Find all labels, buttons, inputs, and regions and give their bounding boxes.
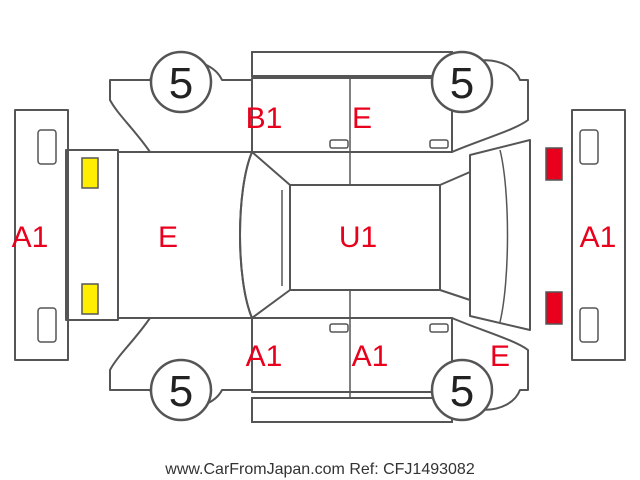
tire-tread-label: 5 <box>450 367 474 416</box>
tire-front-right: 5 <box>149 358 213 422</box>
tire-rear-right: 5 <box>430 358 494 422</box>
front-right-lamp <box>81 283 99 315</box>
code-upper-rear-door: E <box>352 102 372 135</box>
code-front-bumper: A1 <box>12 221 49 254</box>
front-left-lamp <box>81 157 99 189</box>
code-upper-front-door: B1 <box>246 102 283 135</box>
code-rear-bumper: A1 <box>580 221 617 254</box>
rear-right-lamp <box>545 291 563 325</box>
code-lower-front-door: A1 <box>246 340 283 373</box>
rear-left-lamp <box>545 147 563 181</box>
code-roof: U1 <box>339 221 377 254</box>
tire-tread-label: 5 <box>450 59 474 108</box>
tire-front-left: 5 <box>149 50 213 114</box>
rear-bumper <box>571 109 626 361</box>
source-watermark-text: www.CarFromJapan.com Ref: CFJ1493082 <box>164 461 475 478</box>
tire-tread-label: 5 <box>169 367 193 416</box>
tire-rear-left: 5 <box>430 50 494 114</box>
front-bumper <box>14 109 69 361</box>
code-hood: E <box>158 221 178 254</box>
tire-tread-label: 5 <box>169 59 193 108</box>
code-lower-rear-door: A1 <box>352 340 389 373</box>
code-lower-rear-fender: E <box>490 340 510 373</box>
car-body-top-view <box>65 78 531 398</box>
